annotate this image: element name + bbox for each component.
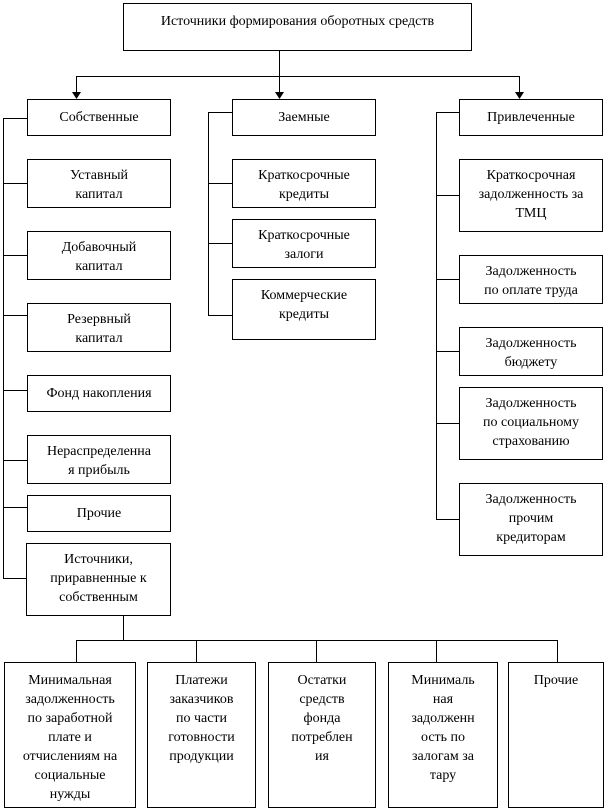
column-header-borrowed: Заемные xyxy=(232,99,376,136)
attracted-item: Задолженность по социальному страхованию xyxy=(459,387,603,460)
equivalent-source-item: Прочие xyxy=(508,662,604,808)
borrowed-item: Коммерческие кредиты xyxy=(232,279,376,340)
equivalent-source-item: Минималь ная задолженн ость по залогам з… xyxy=(388,662,498,808)
equivalent-source-item: Минимальная задолженность по заработной … xyxy=(4,662,136,808)
attracted-item: Задолженность прочим кредиторам xyxy=(459,483,603,556)
equivalent-source-item: Платежи заказчиков по части готовности п… xyxy=(147,662,256,808)
own-item: Уставный капитал xyxy=(27,159,171,208)
own-item: Нераспределенна я прибыль xyxy=(27,435,171,484)
attracted-item: Задолженность по оплате труда xyxy=(459,255,603,304)
own-item: Фонд накопления xyxy=(27,375,171,412)
column-header-attracted: Привлеченные xyxy=(459,99,603,136)
equivalent-source-item: Остатки средств фонда потреблен ия xyxy=(268,662,376,808)
column-header-own: Собственные xyxy=(27,99,171,136)
own-item: Добавочный капитал xyxy=(27,231,171,280)
attracted-item: Краткосрочная задолженность за ТМЦ xyxy=(459,159,603,232)
arrowheads xyxy=(72,92,524,99)
borrowed-item: Краткосрочные кредиты xyxy=(232,159,376,208)
root-box: Источники формирования оборотных средств xyxy=(123,3,472,51)
borrowed-item: Краткосрочные залоги xyxy=(232,219,376,268)
own-item: Резервный капитал xyxy=(27,303,171,352)
own-item: Прочие xyxy=(27,495,171,532)
own-item-equivalent: Источники, приравненные к собственным xyxy=(26,543,171,616)
attracted-item: Задолженность бюджету xyxy=(459,327,603,376)
